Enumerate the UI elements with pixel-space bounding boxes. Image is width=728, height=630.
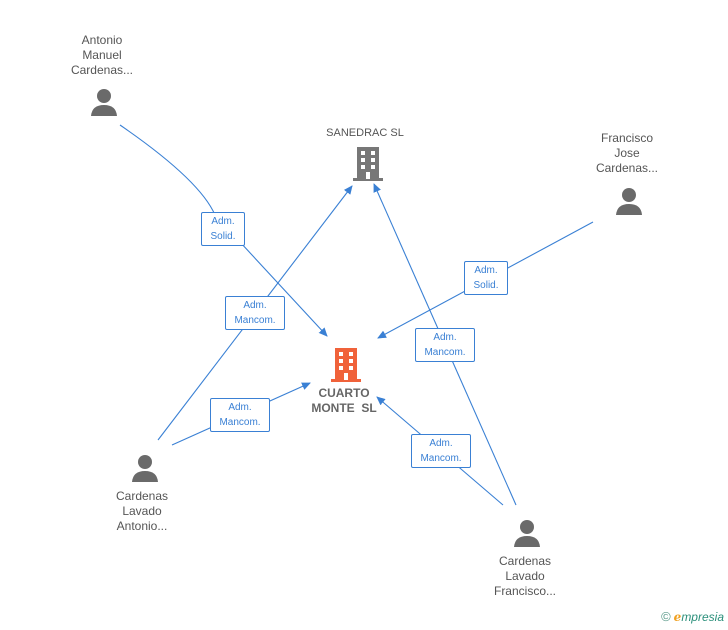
building-icon[interactable] (330, 346, 362, 382)
person-icon[interactable] (130, 453, 160, 483)
empresia-logo: ©empresia (661, 609, 724, 624)
person-label-cardenas-lavado-francisco[interactable]: Cardenas Lavado Francisco... (493, 554, 556, 598)
main-company-label[interactable]: CUARTO MONTE SL (311, 386, 377, 415)
person-icon[interactable] (89, 87, 119, 117)
relation-badge[interactable]: Adm. Mancom. (415, 328, 475, 362)
person-icon[interactable] (512, 518, 542, 548)
person-label-antonio-manuel[interactable]: Antonio Manuel Cardenas... (70, 33, 134, 77)
person-label-cardenas-lavado-antonio[interactable]: Cardenas Lavado Antonio... (115, 489, 169, 533)
relation-badge[interactable]: Adm. Mancom. (225, 296, 285, 330)
edge-antonio-manuel-to-cuarto-monte (119, 124, 328, 337)
person-icon[interactable] (614, 186, 644, 216)
relation-badge[interactable]: Adm. Mancom. (210, 398, 270, 432)
copyright-icon: © (661, 609, 671, 624)
relation-badge[interactable]: Adm. Mancom. (411, 434, 471, 468)
relation-badge[interactable]: Adm. Solid. (464, 261, 508, 295)
company-label-sanedrac[interactable]: SANEDRAC SL (326, 127, 404, 139)
relation-badge[interactable]: Adm. Solid. (201, 212, 245, 246)
person-label-francisco-jose[interactable]: Francisco Jose Cardenas... (595, 131, 659, 175)
building-icon[interactable] (352, 145, 384, 181)
